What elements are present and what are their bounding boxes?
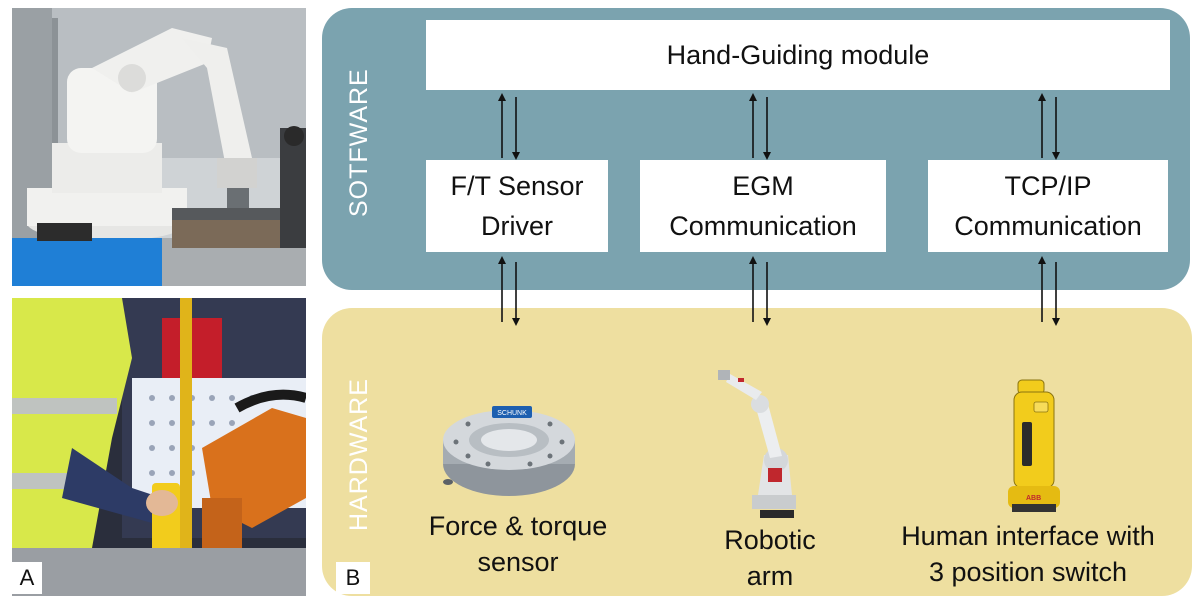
robotic-arm-line2: arm xyxy=(746,561,794,591)
panel-label-b: B xyxy=(336,562,370,594)
force-torque-sensor-icon: SCHUNK xyxy=(443,406,575,496)
egm-communication-box: EGM Communication xyxy=(640,160,886,252)
force-torque-sensor-line2: sensor xyxy=(477,547,559,577)
schunk-brand-text: SCHUNK xyxy=(497,410,527,417)
human-interface-handle-icon: ABB xyxy=(1008,379,1060,512)
egm-communication-line2: Communication xyxy=(669,211,857,241)
tcpip-communication-line1: TCP/IP xyxy=(1004,171,1092,201)
human-interface-line1: Human interface with xyxy=(901,521,1155,551)
robotic-arm-icon xyxy=(718,370,796,518)
abb-brand-text: ABB xyxy=(1026,495,1041,502)
human-interface-line2: 3 position switch xyxy=(928,557,1128,587)
tcpip-communication-box: TCP/IP Communication xyxy=(928,160,1168,252)
egm-communication-line1: EGM xyxy=(732,171,794,201)
ft-sensor-driver-line2: Driver xyxy=(481,211,553,241)
force-torque-sensor-label: Force & torque sensor xyxy=(400,508,636,580)
ft-sensor-driver-box: F/T Sensor Driver xyxy=(426,160,608,252)
hand-guiding-module-box: Hand-Guiding module xyxy=(426,20,1170,90)
photo-operator-hand-guiding xyxy=(12,298,306,596)
photo-robot-workcell xyxy=(12,8,306,286)
robotic-arm-label: Robotic arm xyxy=(680,522,860,594)
force-torque-sensor-line1: Force & torque xyxy=(428,511,608,541)
tcpip-communication-line2: Communication xyxy=(954,211,1142,241)
human-interface-label: Human interface with 3 position switch xyxy=(868,518,1188,590)
panel-label-a: A xyxy=(12,562,42,594)
robotic-arm-line1: Robotic xyxy=(724,525,816,555)
ft-sensor-driver-line1: F/T Sensor xyxy=(450,171,584,201)
